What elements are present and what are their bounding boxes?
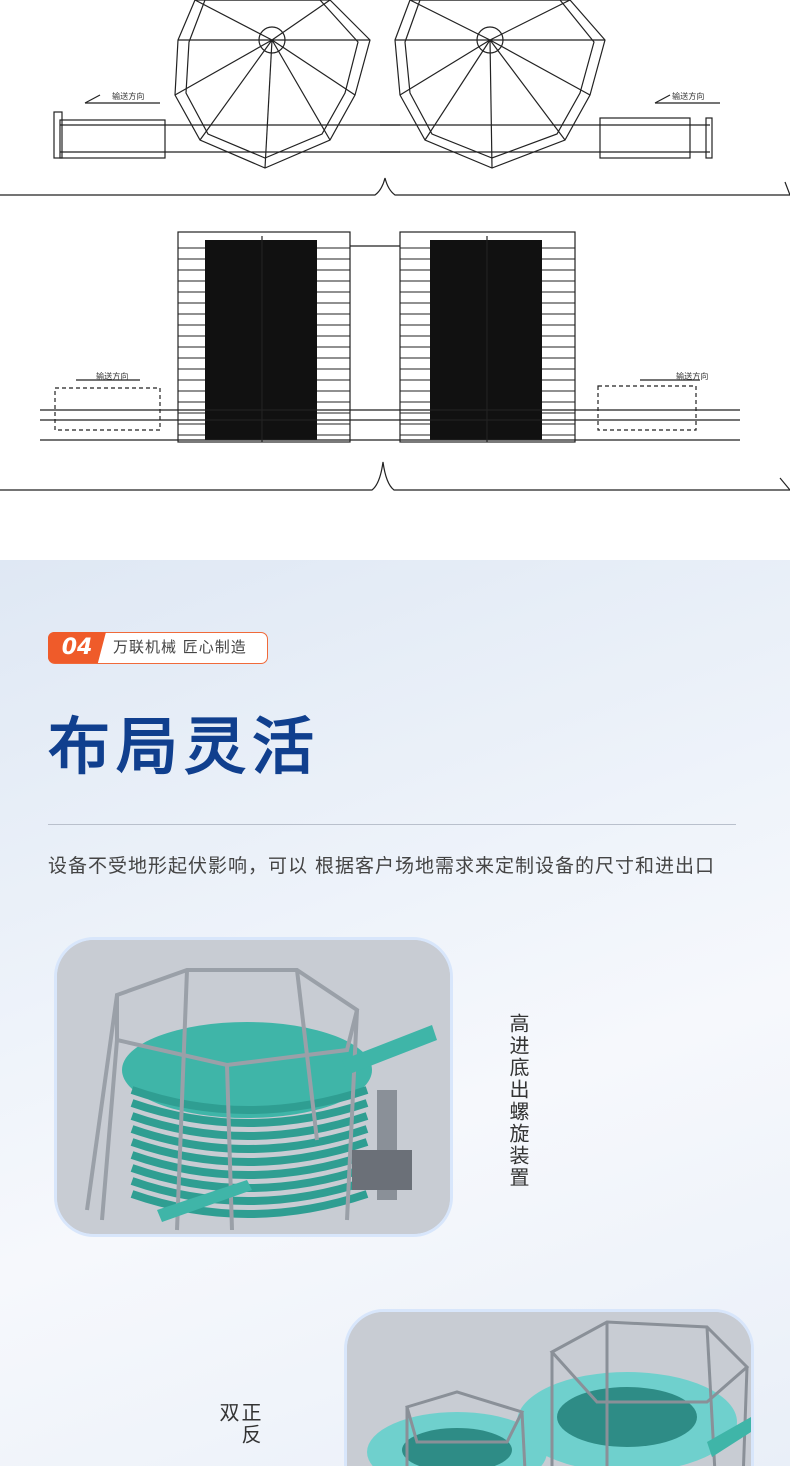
conveying-direction-label: 输送方向 xyxy=(676,372,709,382)
conveying-direction-label: 输送方向 xyxy=(672,92,705,102)
technical-drawing: 输送方向 输送方向 输送方向 输送方向 xyxy=(0,0,790,530)
section-badge: 04 万联机械 匠心制造 xyxy=(48,632,268,664)
conveying-direction-label: 输送方向 xyxy=(112,92,145,102)
badge-number: 04 xyxy=(48,632,106,663)
divider xyxy=(48,824,736,825)
conveying-direction-label: 输送方向 xyxy=(96,372,129,382)
drawing-lines xyxy=(0,0,790,491)
photo-caption: 正反双 xyxy=(216,1402,262,1446)
feature-section: 04 万联机械 匠心制造 布局灵活 设备不受地形起伏影响，可以 根据客户场地需求… xyxy=(0,560,790,1466)
section-headline: 布局灵活 xyxy=(48,710,321,783)
badge-text: 万联机械 匠心制造 xyxy=(113,638,247,656)
spiral-machine-image xyxy=(54,937,453,1237)
dual-spiral-machine-image xyxy=(344,1309,754,1466)
photo-caption: 高进底出螺旋装置 xyxy=(506,1013,530,1189)
section-description: 设备不受地形起伏影响，可以 根据客户场地需求来定制设备的尺寸和进出口 xyxy=(48,855,716,877)
